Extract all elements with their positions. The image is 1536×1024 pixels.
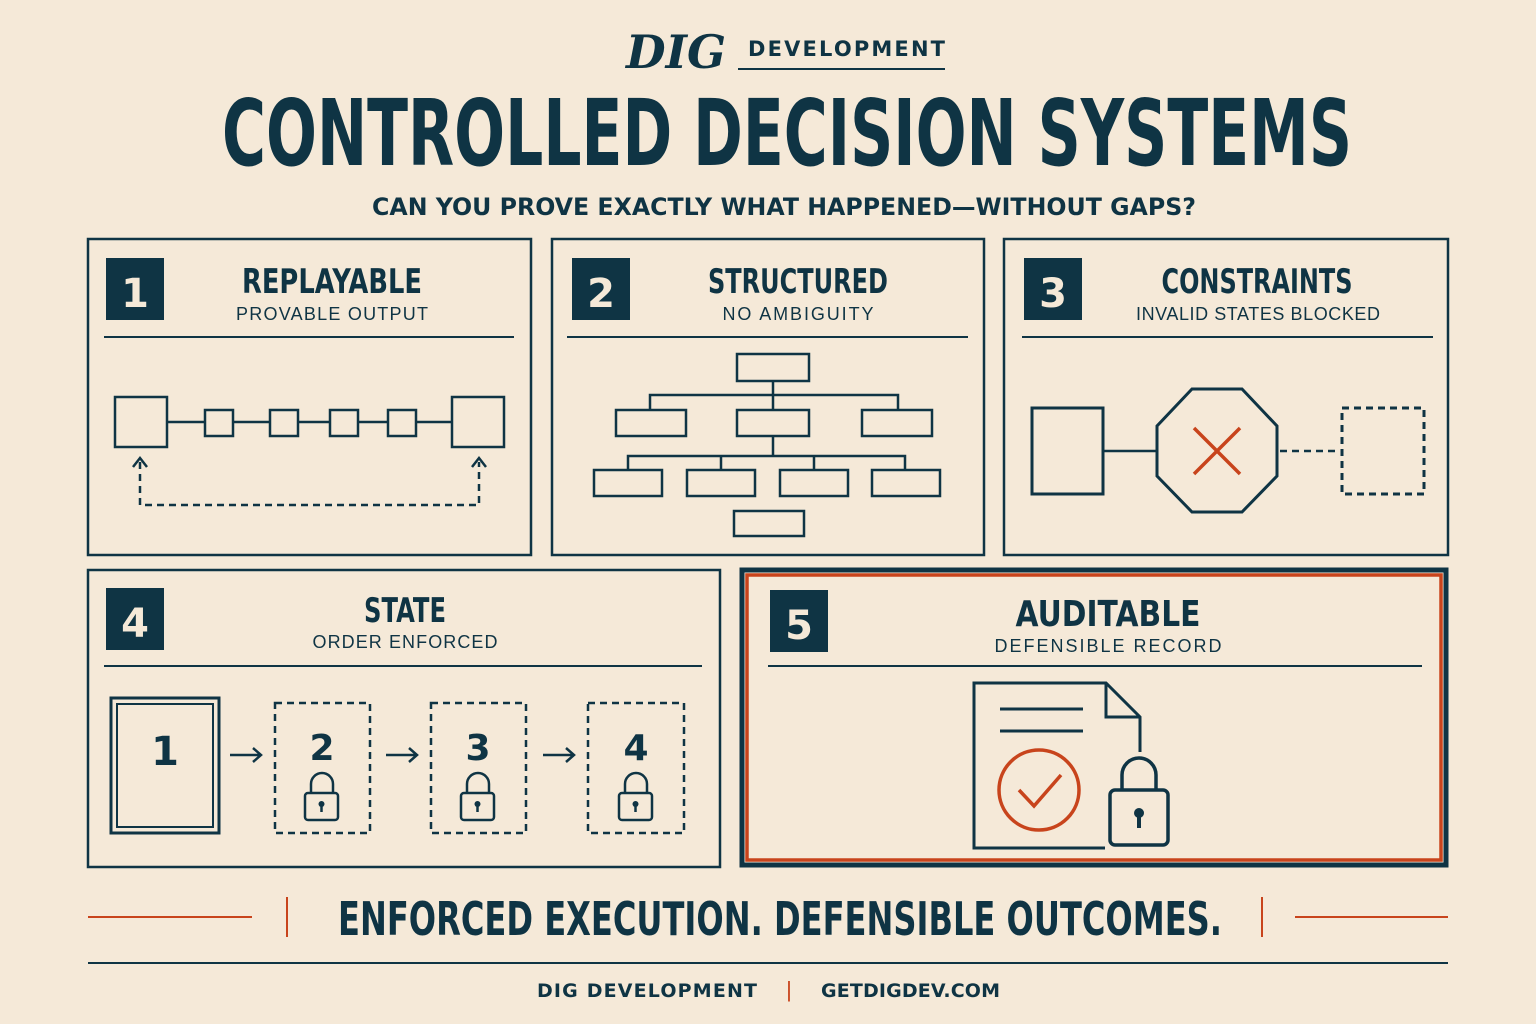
step-label: 3 (465, 728, 490, 769)
step-label: 2 (309, 728, 334, 769)
number-badge (106, 588, 164, 650)
number-badge-label: 3 (1039, 271, 1067, 317)
number-badge (572, 258, 630, 320)
panel-structured: 2 STRUCTURED NO AMBIGUITY (550, 237, 986, 557)
number-badge-label: 2 (587, 271, 615, 317)
page-title: CONTROLLED DECISION SYSTEMS (222, 80, 1352, 187)
footer: DIG DEVELOPMENT | GETDIGDEV.COM (88, 962, 1448, 1002)
number-badge (106, 258, 164, 320)
panel-subtitle: INVALID STATES BLOCKED (1136, 304, 1380, 324)
arrow-right-icon (230, 747, 576, 763)
number-badge-label: 5 (785, 603, 813, 649)
lock-icon (459, 771, 496, 822)
tree-diagram (592, 352, 942, 538)
step-label: 4 (623, 728, 648, 769)
panel-title: AUDITABLE (1016, 594, 1201, 635)
replay-chain-diagram (113, 395, 506, 507)
number-badge-label: 1 (121, 271, 149, 317)
footer-separator: | (786, 977, 792, 1002)
x-mark-icon (1192, 426, 1242, 476)
panel-state: 4 STATE ORDER ENFORCED 1 2 3 4 (86, 568, 722, 869)
tagline-row: ENFORCED EXECUTION. DEFENSIBLE OUTCOMES. (88, 892, 1448, 946)
footer-company: DIG DEVELOPMENT (537, 980, 757, 1002)
logo-script: DIG (624, 25, 726, 79)
page-subtitle: CAN YOU PROVE EXACTLY WHAT HAPPENED—WITH… (372, 193, 1196, 221)
audit-document-icon (972, 681, 1142, 850)
tagline: ENFORCED EXECUTION. DEFENSIBLE OUTCOMES. (338, 892, 1222, 946)
panel-subtitle: NO AMBIGUITY (723, 304, 874, 324)
footer-website[interactable]: GETDIGDEV.COM (821, 980, 1000, 1002)
panel-subtitle: DEFENSIBLE RECORD (995, 636, 1222, 656)
panel-subtitle: PROVABLE OUTPUT (236, 304, 428, 324)
check-circle-icon (997, 748, 1081, 832)
arrow-up-icon (132, 455, 487, 468)
step-label: 1 (151, 729, 179, 775)
lock-icon (617, 771, 654, 822)
blocked-state-diagram (1030, 387, 1426, 514)
panel-auditable: 5 AUDITABLE DEFENSIBLE RECORD (739, 567, 1449, 868)
logo-text: DEVELOPMENT (748, 37, 946, 61)
stop-octagon-icon (1155, 387, 1279, 514)
panel-replayable: 1 REPLAYABLE PROVABLE OUTPUT (86, 237, 533, 557)
panel-title: STATE (364, 591, 446, 631)
lock-icon (303, 771, 340, 822)
state-sequence: 1 2 3 4 (109, 696, 686, 835)
panel-title: REPLAYABLE (242, 262, 422, 302)
panel-subtitle: ORDER ENFORCED (313, 632, 498, 652)
panel-border (86, 237, 533, 557)
panel-title: STRUCTURED (708, 262, 888, 302)
panel-constraints: 3 CONSTRAINTS INVALID STATES BLOCKED (1002, 237, 1450, 557)
lock-icon (1108, 756, 1170, 847)
number-badge (770, 590, 828, 652)
logo: DIG DEVELOPMENT (624, 25, 946, 79)
number-badge-label: 4 (121, 601, 149, 647)
number-badge (1024, 258, 1082, 320)
panel-title: CONSTRAINTS (1162, 262, 1353, 302)
